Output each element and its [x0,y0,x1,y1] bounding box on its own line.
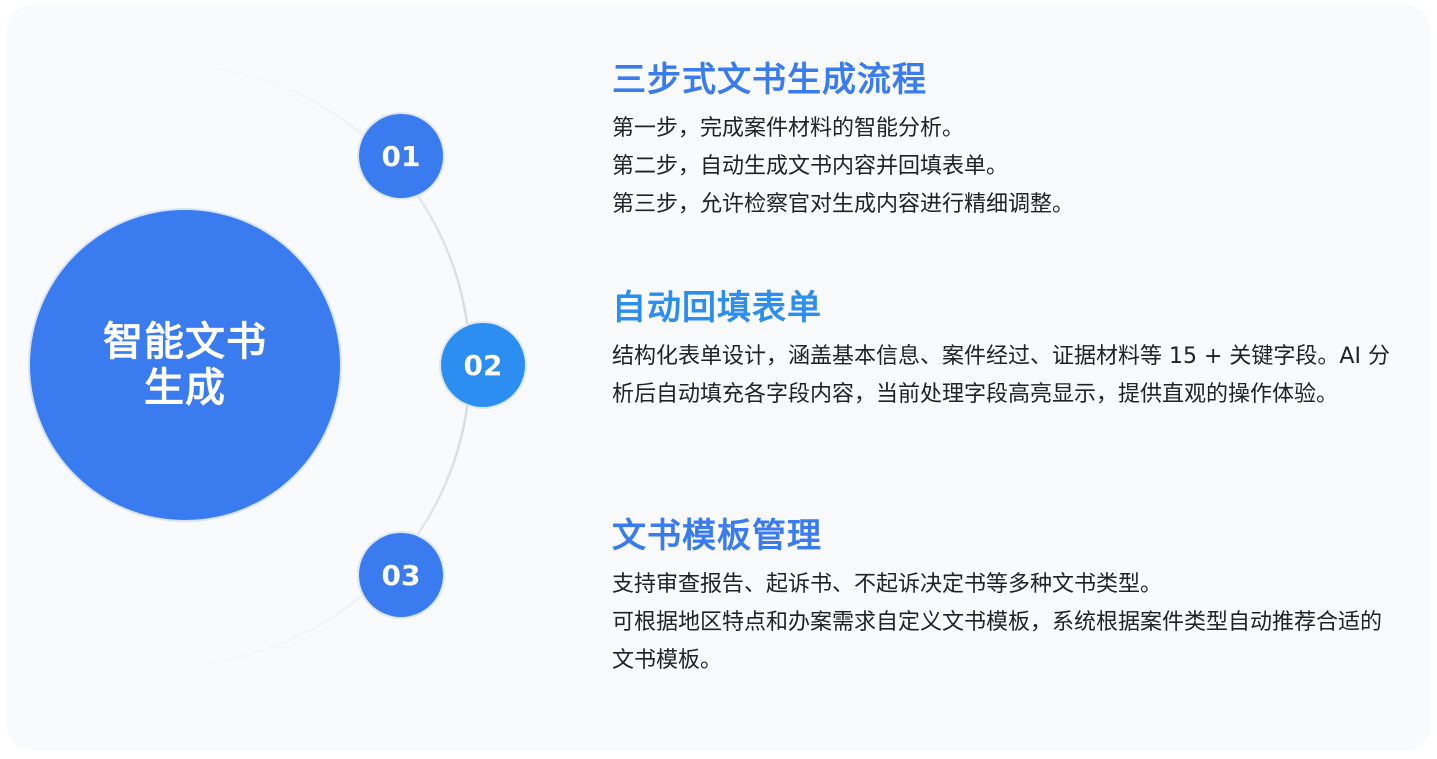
central-hub-circle: 智能文书生成 [30,210,340,520]
body-paragraph: 结构化表单设计，涵盖基本信息、案件经过、证据材料等 15 + 关键字段。AI 分… [612,344,1390,407]
step-number: 03 [381,558,421,592]
step-badge-02: 02 [441,323,525,407]
step-badge-03: 03 [359,533,443,617]
hub-title: 智能文书生成 [103,319,267,411]
section-three-step-process: 三步式文书生成流程 第一步，完成案件材料的智能分析。 第二步，自动生成文书内容并… [612,58,1412,224]
body-line: 第二步，自动生成文书内容并回填表单。 [612,154,1009,179]
body-line: 第三步，允许检察官对生成内容进行精细调整。 [612,192,1075,217]
section-title: 自动回填表单 [612,288,822,328]
section-auto-fill-form: 自动回填表单 结构化表单设计，涵盖基本信息、案件经过、证据材料等 15 + 关键… [612,286,1412,414]
section-template-management: 文书模板管理 支持审查报告、起诉书、不起诉决定书等多种文书类型。 可根据地区特点… [612,514,1412,680]
section-body: 第一步，完成案件材料的智能分析。 第二步，自动生成文书内容并回填表单。 第三步，… [612,110,1412,224]
step-badge-01: 01 [359,114,443,198]
body-line: 可根据地区特点和办案需求自定义文书模板，系统根据案件类型自动推荐合适的文书模板。 [612,610,1383,673]
section-body: 结构化表单设计，涵盖基本信息、案件经过、证据材料等 15 + 关键字段。AI 分… [612,338,1407,414]
step-number: 01 [381,139,421,173]
body-line: 支持审查报告、起诉书、不起诉决定书等多种文书类型。 [612,572,1163,597]
step-number: 02 [463,348,503,382]
body-line: 第一步，完成案件材料的智能分析。 [612,116,965,141]
section-body: 支持审查报告、起诉书、不起诉决定书等多种文书类型。 可根据地区特点和办案需求自定… [612,566,1402,680]
section-title: 文书模板管理 [612,516,822,556]
section-title: 三步式文书生成流程 [612,60,927,100]
